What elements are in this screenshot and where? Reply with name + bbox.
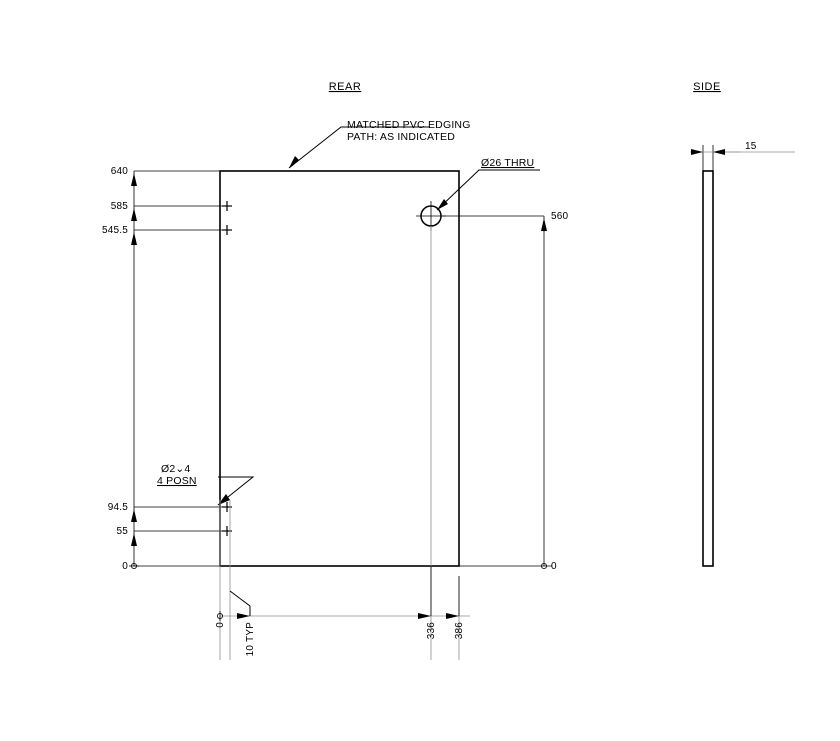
pvc-edging-note-line2: PATH: AS INDICATED: [347, 131, 455, 143]
rear-view-title: REAR: [329, 81, 362, 93]
pvc-edging-note-line1: MATCHED PVC EDGING: [347, 119, 471, 131]
through-hole-callout: Ø26 THRU: [481, 157, 534, 169]
dim-thickness-15: 15: [745, 141, 757, 152]
rear-view: REAR MATCHED PVC EDGING PATH: AS INDICAT…: [102, 81, 569, 660]
left-ordinate-dimensions: 640 585 545.5 94.5 55 0: [102, 166, 232, 572]
dim-585: 585: [111, 201, 129, 212]
pvc-edging-leader: [288, 126, 430, 169]
dowel-hole-marks: [222, 201, 232, 536]
dim-640: 640: [111, 166, 129, 177]
dowel-callout-line2: 4 POSN: [157, 475, 197, 487]
side-view-title: SIDE: [693, 81, 721, 93]
bottom-ordinate-dimensions: 0 10 TYP 336 386: [215, 226, 470, 660]
dowel-holes-leader: [217, 476, 255, 506]
dim-horizontal-zero: 0: [215, 622, 226, 628]
rear-panel-outline: [219, 170, 460, 567]
dim-560: 560: [551, 211, 569, 222]
dim-94-5: 94.5: [108, 502, 129, 513]
dim-545-5: 545.5: [102, 225, 128, 236]
dowel-callout-line1: Ø2⌄4: [161, 463, 190, 475]
dim-10-typ: 10 TYP: [245, 622, 256, 656]
right-ordinate-dimensions: 560 0: [441, 211, 569, 572]
dim-vertical-zero: 0: [122, 561, 128, 572]
dim-336: 336: [426, 622, 437, 640]
dim-55: 55: [116, 526, 128, 537]
side-view: SIDE 15: [690, 81, 795, 567]
side-panel-outline: [702, 170, 714, 567]
through-hole-leader: [436, 169, 540, 211]
dim-386: 386: [454, 622, 465, 640]
dim-right-zero: 0: [551, 561, 557, 572]
